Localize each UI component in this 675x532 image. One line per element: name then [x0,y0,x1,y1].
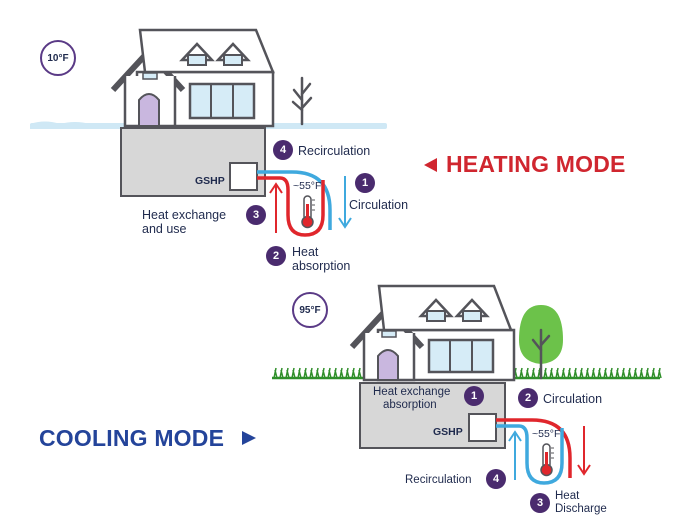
heating-flow-arrow-down [338,176,352,229]
snow-drift [30,121,90,129]
grass-blade [333,367,338,379]
cooling-gshp-unit [468,413,497,442]
grass-blade [573,367,578,379]
cooling-mode-title: COOLING MODE [39,425,225,451]
grass-blade [309,367,314,379]
grass-blade [531,367,536,379]
grass-blade [627,367,632,379]
cooling-loop-blue [496,424,564,485]
heating-gshp-unit [229,162,258,191]
tree-icon [519,305,563,380]
grass-blade [597,367,602,379]
grass-blade [339,367,344,379]
grass-blade [609,367,614,379]
heating-step-1-badge: 1 [355,173,375,193]
grass-blade [519,367,524,379]
heating-ground-temp: ~55°F [293,180,322,192]
cooling-step-3-label-line1: Heat [555,490,580,502]
heating-mode-title: HEATING MODE [446,151,626,177]
cooling-flow-arrow-up [508,430,522,480]
grass-blade [615,367,620,379]
house-icon [110,28,275,128]
grass-blade [585,367,590,379]
grass-blade [285,367,290,379]
arrow-right-icon [242,431,256,445]
cooling-step-2-badge: 2 [518,388,538,408]
grass-blade [345,367,350,379]
grass-blade [579,367,584,379]
arrow-left-icon [424,158,437,172]
grass-blade [327,367,332,379]
house-icon [349,284,516,382]
heating-step-3-label-line1: Heat exchange [142,208,227,222]
grass-blade [543,367,548,379]
heating-loop-red [257,176,325,237]
heating-step-2-label-line1: Heat [292,245,319,259]
heating-step-4-label: Recirculation [298,144,371,158]
cooling-step-1-badge: 1 [464,386,484,406]
grass-blade [273,367,278,379]
heating-step-4-badge: 4 [273,140,293,160]
cooling-step-4-label: Recirculation [405,474,472,486]
bare-tree-icon [291,76,313,126]
grass-blade [315,367,320,379]
grass-blade [633,367,638,379]
grass-blade [603,367,608,379]
heating-loop-blue [257,170,332,230]
heating-gshp-label: GSHP [195,175,225,187]
grass-blade [639,367,644,379]
grass-blade [555,367,560,379]
cooling-step-3-label-line2: Discharge [555,503,607,515]
grass-blade [657,367,662,379]
grass-blade [351,367,356,379]
thermometer-icon [540,443,554,477]
grass-blade [279,367,284,379]
heating-flow-arrow-up [269,182,283,233]
grass-blade [567,367,572,379]
cooling-step-4-badge: 4 [486,469,506,489]
heating-step-1-label: Circulation [349,198,409,212]
grass-blade [561,367,566,379]
grass-blade [645,367,650,379]
grass-blade [525,367,530,379]
grass-blade [321,367,326,379]
cooling-step-1-label-line1: Heat exchange [373,386,451,398]
grass-blade [549,367,554,379]
cooling-step-1-label-line2: absorption [383,399,437,411]
grass-blade [591,367,596,379]
heating-scene [30,28,437,237]
cooling-step-3-badge: 3 [530,493,550,513]
cooling-step-2-label: Circulation [543,392,603,406]
heating-step-2-label-line2: absorption [292,259,351,273]
cooling-flow-arrow-down [577,426,591,476]
grass-blade [297,367,302,379]
cooling-gshp-label: GSHP [433,426,463,438]
grass-blade [621,367,626,379]
heating-step-3-badge: 3 [246,205,266,225]
grass-blade [303,367,308,379]
heating-step-3-label-line2: and use [142,222,187,236]
cooling-ground-temp: ~55°F [532,428,561,440]
grass-blade [291,367,296,379]
heating-outdoor-temp: 10°F [40,40,76,76]
grass-blade [357,367,362,379]
grass-blade [651,367,656,379]
cooling-outdoor-temp: 95°F [292,292,328,328]
heating-step-2-badge: 2 [266,246,286,266]
thermometer-icon [301,195,315,229]
